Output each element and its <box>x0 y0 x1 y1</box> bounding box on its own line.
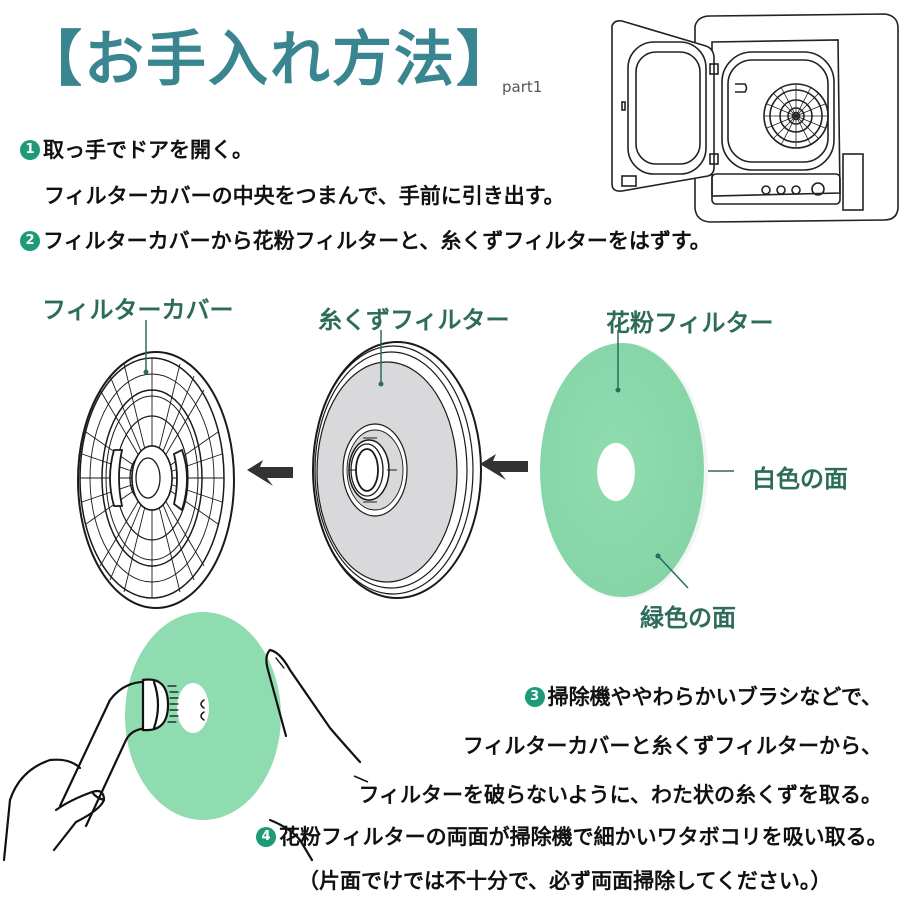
step-3-line-1: 掃除機ややわらかいブラシなどで、 <box>547 685 882 709</box>
step-number-badge: 4 <box>256 827 276 847</box>
pollen-filter-illustration <box>540 330 734 599</box>
dryer-illustration <box>611 13 899 223</box>
step-2-line-1: フィルターカバーから花粉フィルターと、糸くずフィルターをはずす。 <box>43 229 711 253</box>
label-white-side: 白色の面 <box>752 465 848 493</box>
page-subtitle: part1 <box>502 78 543 96</box>
vacuum-brush-cleaning-illustration <box>2 612 369 862</box>
label-lint-filter: 糸くずフィルター <box>318 306 510 334</box>
step-number-badge: 1 <box>20 140 40 160</box>
step-3: 3 掃除機ややわらかいブラシなどで、 <box>524 682 882 712</box>
label-filter-cover: フィルターカバー <box>42 296 234 324</box>
step-4-line-2: （片面でけでは不十分で、必ず両面掃除してください。） <box>298 869 832 893</box>
arrow-left-icon <box>247 460 293 486</box>
step-1-line-2: フィルターカバーの中央をつまんで、手前に引き出す。 <box>44 184 565 208</box>
lint-filter-illustration <box>312 330 482 599</box>
filter-cover-illustration <box>77 320 235 609</box>
step-4: 4 花粉フィルターの両面が掃除機で細かいワタボコリを吸い取る。 <box>256 822 888 852</box>
label-pollen-filter: 花粉フィルター <box>606 309 774 337</box>
step-1: 1 取っ手でドアを開く。 <box>20 135 253 165</box>
step-3-line-3: フィルターを破らないように、わた状の糸くずを取る。 <box>358 783 882 807</box>
arrow-left-icon <box>480 454 528 480</box>
step-4-line-1: 花粉フィルターの両面が掃除機で細かいワタボコリを吸い取る。 <box>279 825 888 849</box>
page-title: 【お手入れ方法】 <box>22 25 518 95</box>
step-2: 2 フィルターカバーから花粉フィルターと、糸くずフィルターをはずす。 <box>20 226 711 256</box>
step-number-badge: 3 <box>524 687 545 707</box>
label-green-side: 緑色の面 <box>640 604 736 632</box>
step-3-line-2: フィルターカバーと糸くずフィルターから、 <box>462 734 882 758</box>
step-1-line-1: 取っ手でドアを開く。 <box>43 138 253 162</box>
step-number-badge: 2 <box>20 231 40 251</box>
